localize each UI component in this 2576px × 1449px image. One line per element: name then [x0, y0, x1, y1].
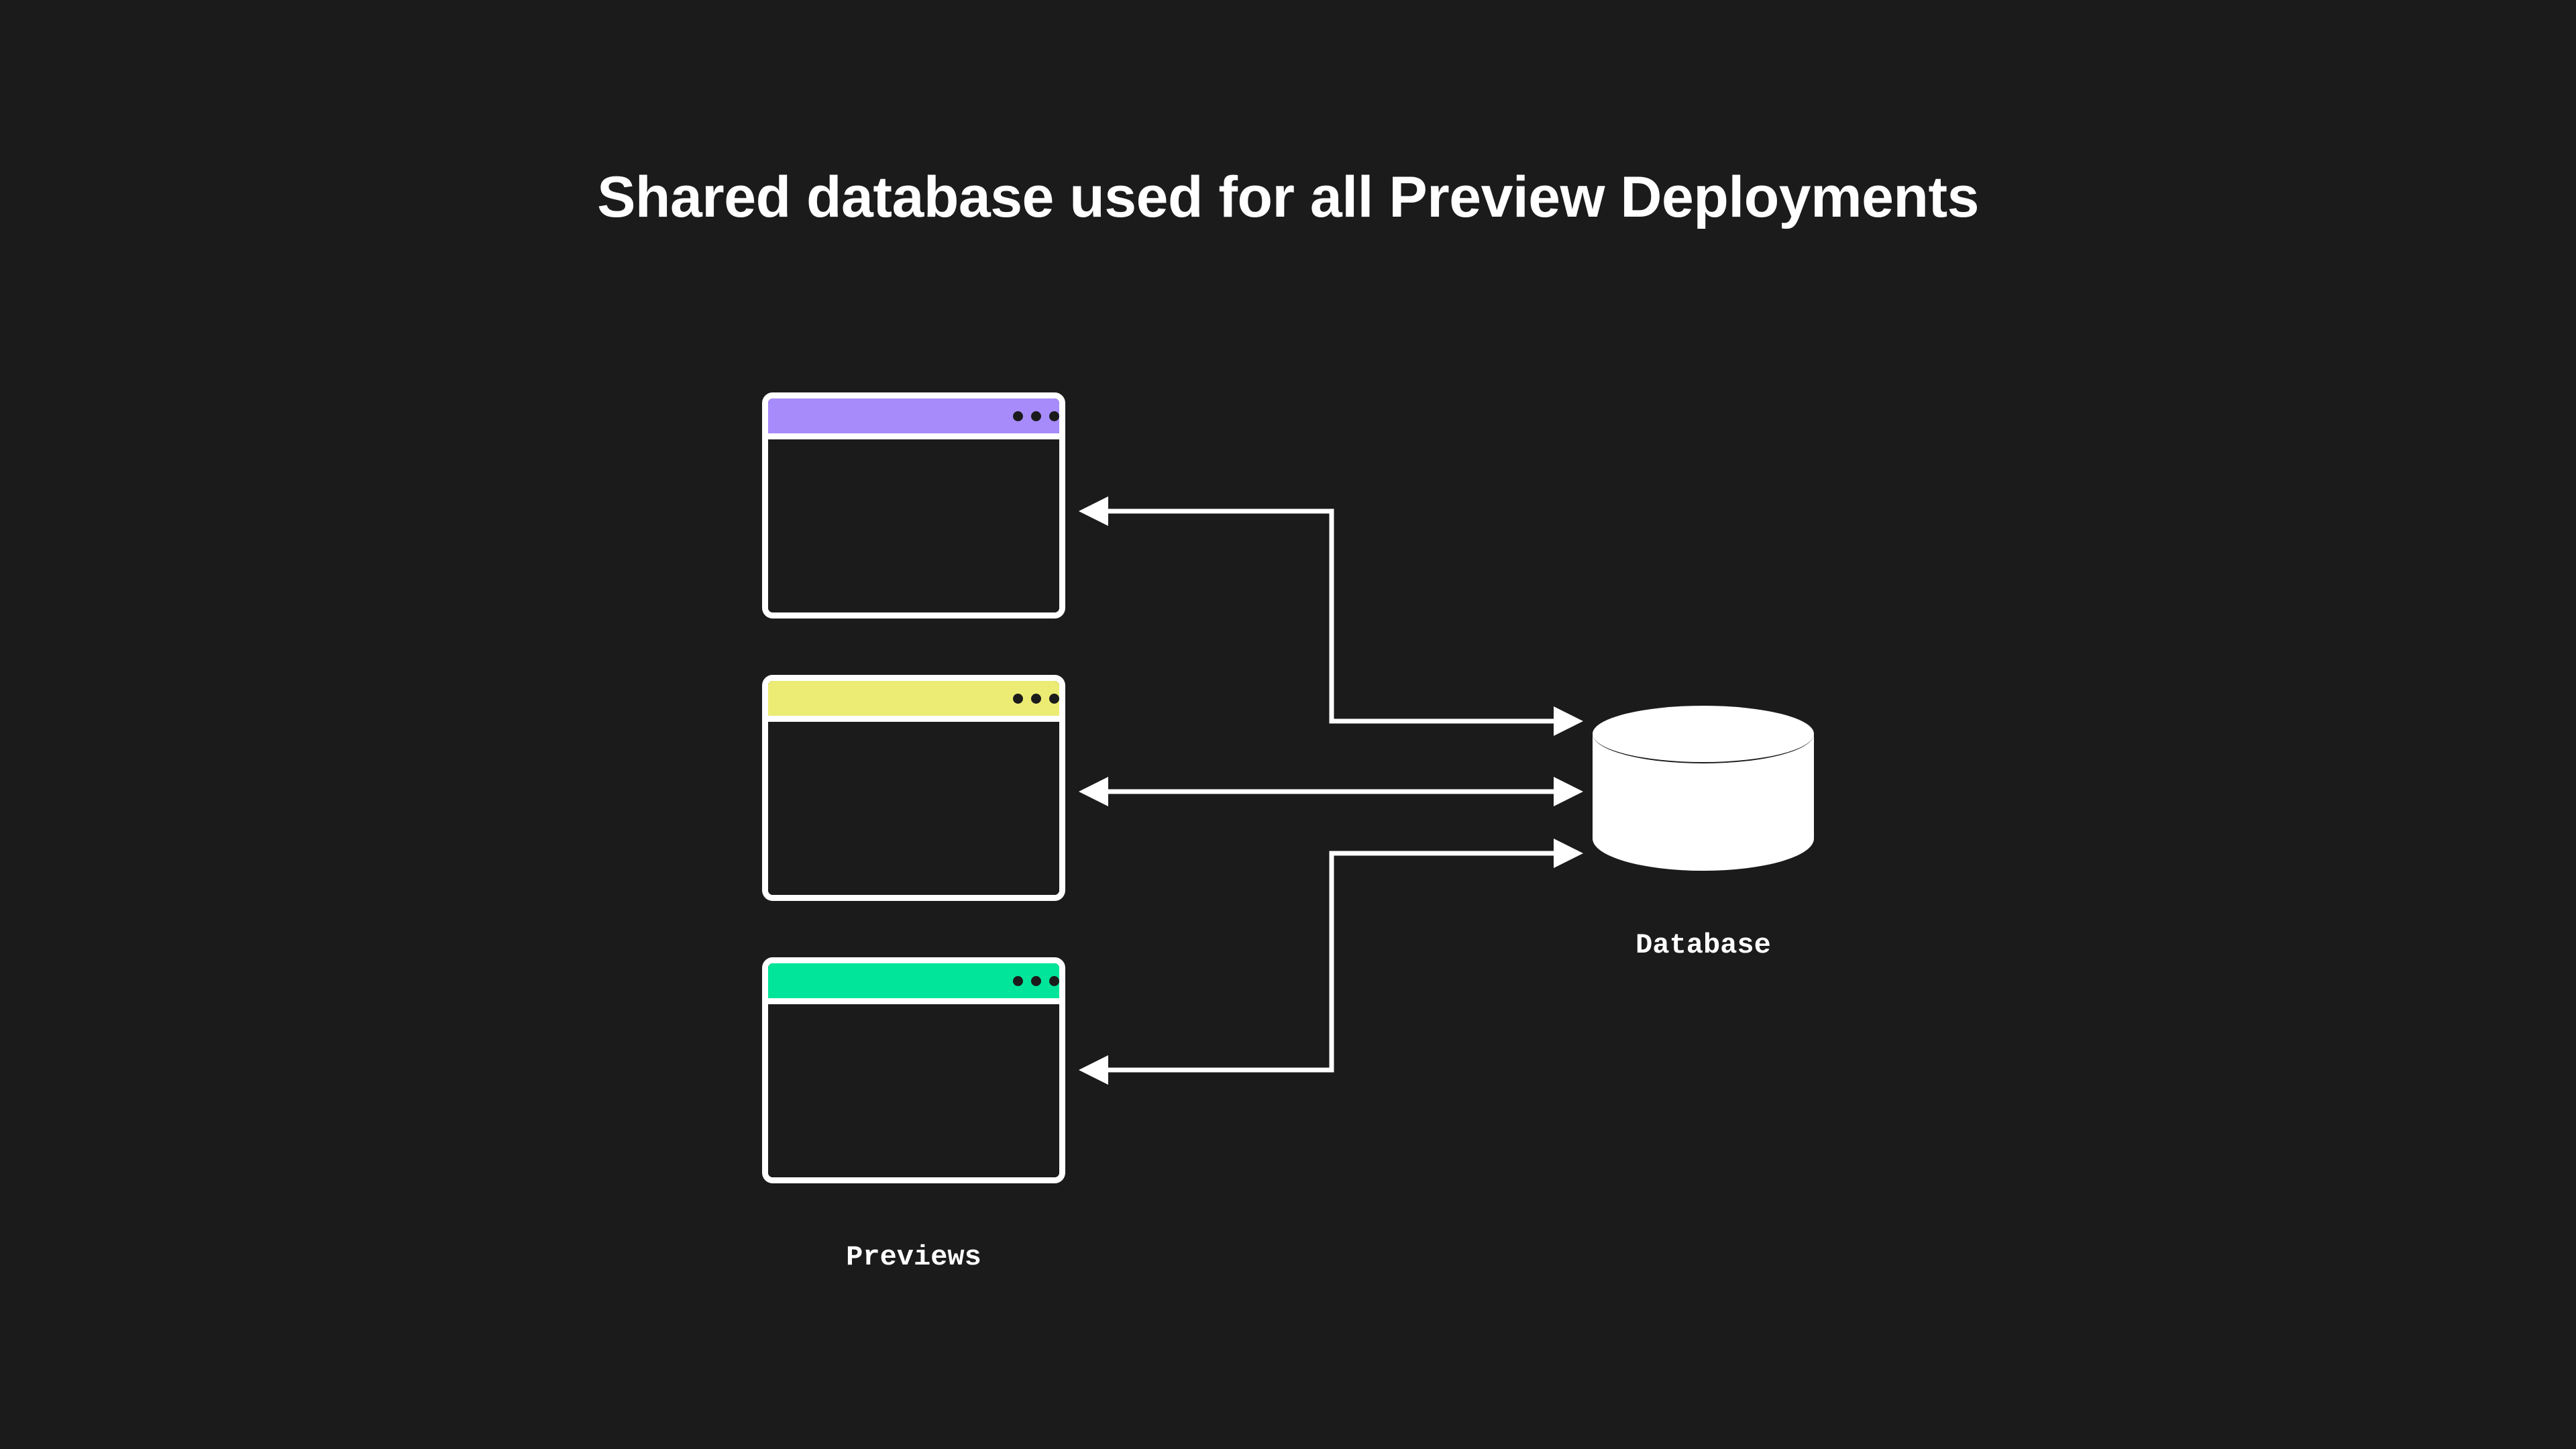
window-dot-icon[interactable]: [1049, 411, 1059, 421]
window-dot-icon[interactable]: [1013, 411, 1023, 421]
window-controls-purple[interactable]: [1013, 411, 1059, 421]
window-controls-green[interactable]: [1013, 975, 1059, 986]
arrowhead-left-window3: [1079, 1055, 1108, 1085]
window-titlebar-green[interactable]: [768, 963, 1059, 1004]
connector-window1-database: [1079, 496, 1583, 736]
arrowhead-right-database-bottom: [1554, 839, 1583, 868]
window-content-purple: [768, 439, 1059, 612]
window-controls-yellow[interactable]: [1013, 693, 1059, 704]
window-dot-icon[interactable]: [1013, 975, 1023, 986]
preview-window-yellow[interactable]: [762, 675, 1065, 901]
database-cylinder-icon[interactable]: [1591, 704, 1815, 873]
window-titlebar-yellow[interactable]: [768, 681, 1059, 722]
arrowhead-right-database-top: [1554, 706, 1583, 736]
window-dot-icon[interactable]: [1031, 693, 1041, 704]
window-dot-icon[interactable]: [1031, 411, 1041, 421]
arrowhead-left-window2: [1079, 777, 1108, 806]
connector-window3-database: [1079, 839, 1583, 1085]
database-label: Database: [1635, 929, 1771, 961]
window-titlebar-purple[interactable]: [768, 398, 1059, 439]
preview-window-purple[interactable]: [762, 392, 1065, 619]
arrowhead-left-window1: [1079, 496, 1108, 526]
window-dot-icon[interactable]: [1031, 975, 1041, 986]
arrowhead-right-database-mid: [1554, 777, 1583, 806]
previews-label: Previews: [846, 1241, 981, 1273]
page-title: Shared database used for all Preview Dep…: [597, 165, 1979, 229]
window-dot-icon[interactable]: [1013, 693, 1023, 704]
window-dot-icon[interactable]: [1049, 975, 1059, 986]
window-content-yellow: [768, 722, 1059, 895]
window-content-green: [768, 1004, 1059, 1177]
connector-window2-database: [1079, 777, 1583, 806]
preview-window-green[interactable]: [762, 957, 1065, 1183]
window-dot-icon[interactable]: [1049, 693, 1059, 704]
